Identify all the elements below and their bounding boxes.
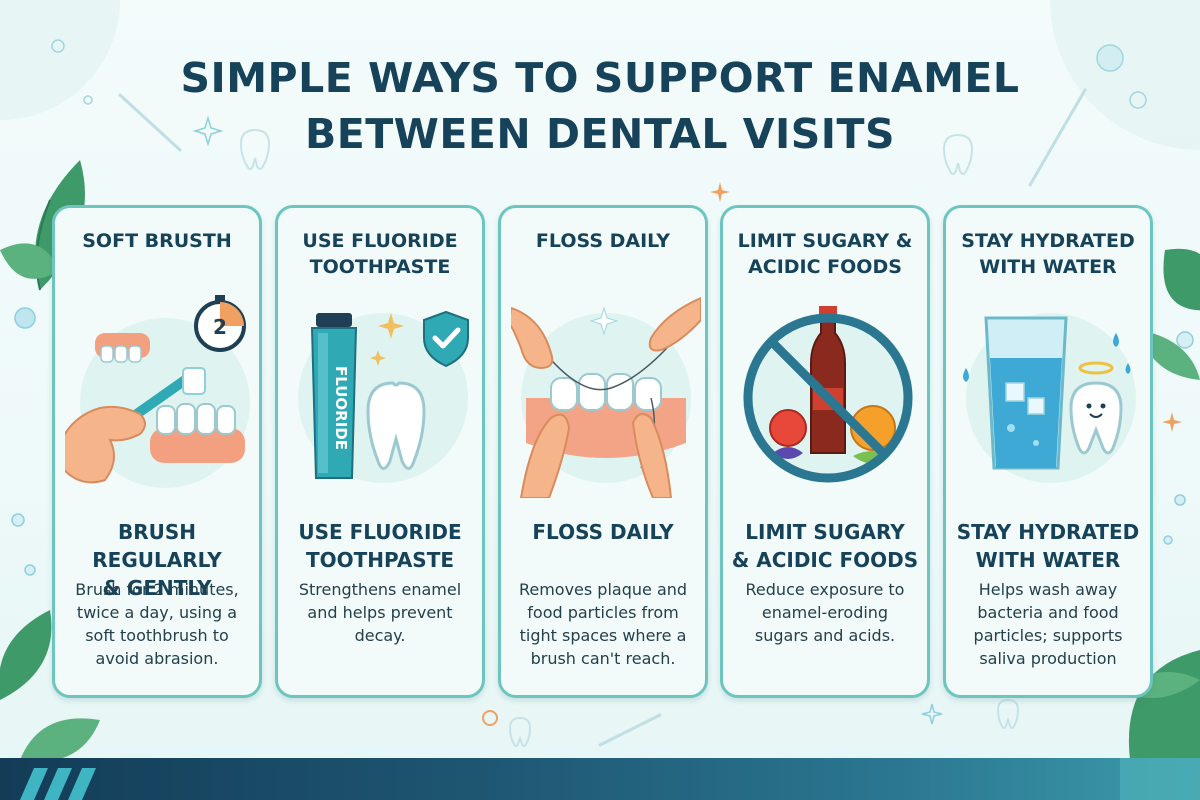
tube-label: FLUORIDE: [332, 366, 350, 450]
sugar-illustration: [733, 288, 917, 498]
stopwatch-icon: 2: [194, 295, 246, 352]
card-fluoride: USE FLUORIDE TOOTHPASTE FLUORIDE USE FLU…: [275, 205, 485, 698]
page-title: SIMPLE WAYS TO SUPPORT ENAMEL BETWEEN DE…: [0, 50, 1200, 162]
card-heading: SOFT BRUSTH: [82, 230, 232, 252]
floss-icon: [507, 296, 702, 499]
card-subheading: LIMIT SUGARY & ACIDIC FOODS: [731, 520, 919, 572]
toothbrush-icon: [55, 318, 250, 488]
card-subheading: BRUSH REGULARLY & GENTLY: [92, 520, 222, 600]
no-sign-icon: [743, 306, 913, 483]
card-heading: USE FLUORIDE TOOTHPASTE: [302, 230, 458, 278]
card-subheading: STAY HYDRATED WITH WATER: [956, 520, 1140, 572]
card-heading: FLOSS DAILY: [535, 230, 671, 252]
bottom-banner: [0, 758, 1200, 800]
fluoride-illustration: FLUORIDE: [288, 288, 472, 498]
shield-check-icon: [423, 310, 469, 368]
card-description: Reduce exposure to enamel-eroding sugars…: [745, 580, 905, 645]
card-heading: STAY HYDRATED WITH WATER: [961, 230, 1135, 278]
card-description: Brush for 2 minutes, twice a day, using …: [75, 580, 239, 668]
water-illustration: [956, 288, 1140, 498]
card-heading: LIMIT SUGARY & ACIDIC FOODS: [737, 230, 913, 278]
title-line-2: BETWEEN DENTAL VISITS: [304, 110, 896, 158]
card-water: STAY HYDRATED WITH WATER STAY HYDRATED W…: [943, 205, 1153, 698]
card-description: Removes plaque and food particles from t…: [518, 580, 688, 668]
card-description: Helps wash away bacteria and food partic…: [973, 580, 1123, 668]
water-glass-icon: [963, 313, 1136, 483]
card-brush: SOFT BRUSTH: [52, 205, 262, 698]
stopwatch-number: 2: [213, 315, 227, 339]
toothpaste-icon: FLUORIDE: [298, 313, 468, 483]
card-sugar: LIMIT SUGARY & ACIDIC FOODS LIMIT SUGARY…: [720, 205, 930, 698]
card-subheading: USE FLUORIDE TOOTHPASTE: [298, 520, 462, 572]
floss-illustration: [507, 288, 702, 499]
title-line-1: SIMPLE WAYS TO SUPPORT ENAMEL: [180, 54, 1020, 102]
card-floss: FLOSS DAILY FLOSS DAILY Removes plaque: [498, 205, 708, 698]
card-description: Strengthens enamel and helps prevent dec…: [298, 580, 462, 645]
card-subheading: FLOSS DAILY: [532, 520, 674, 544]
brush-illustration: 2: [55, 288, 250, 498]
stripe-pattern: [20, 758, 1200, 800]
